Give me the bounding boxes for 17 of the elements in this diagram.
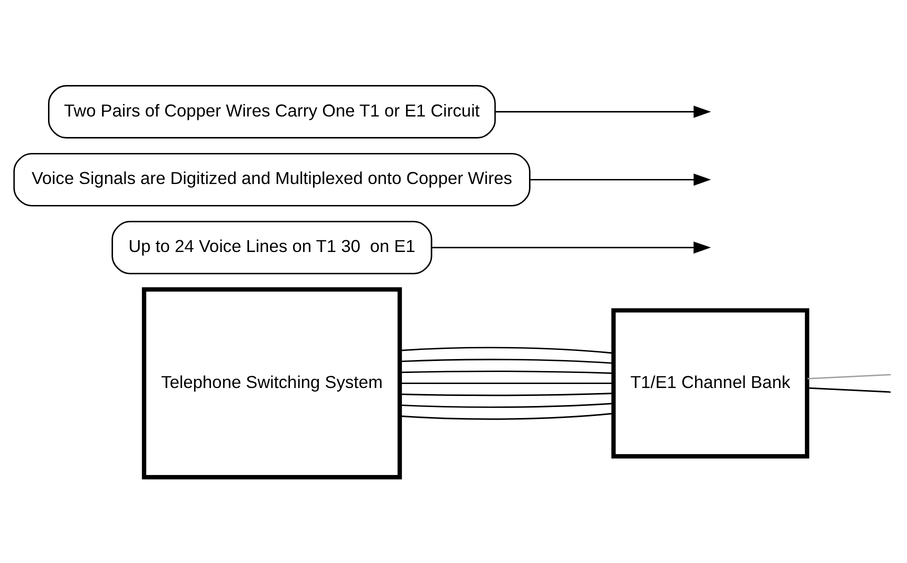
node-box: Up to 24 Voice Lines on T1 30 on E1 bbox=[112, 220, 432, 274]
arrow bbox=[530, 174, 711, 186]
node-box: Telephone Switching System bbox=[142, 287, 402, 480]
node-box: Voice Signals are Digitized and Multiplexed onto Copper Wires bbox=[13, 152, 530, 206]
connector bbox=[400, 412, 614, 420]
connector bbox=[400, 392, 614, 396]
connector bbox=[400, 382, 614, 384]
connector bbox=[400, 346, 614, 354]
connector bbox=[400, 358, 614, 364]
connector bbox=[808, 374, 891, 380]
node-box: Two Pairs of Copper Wires Carry One T1 or E1 Circuit bbox=[48, 85, 496, 138]
connector bbox=[400, 402, 614, 408]
node-box: T1/E1 Channel Bank bbox=[611, 308, 810, 458]
connector bbox=[808, 387, 891, 393]
connector bbox=[400, 370, 614, 374]
arrow bbox=[432, 241, 711, 254]
arrow bbox=[496, 106, 711, 118]
